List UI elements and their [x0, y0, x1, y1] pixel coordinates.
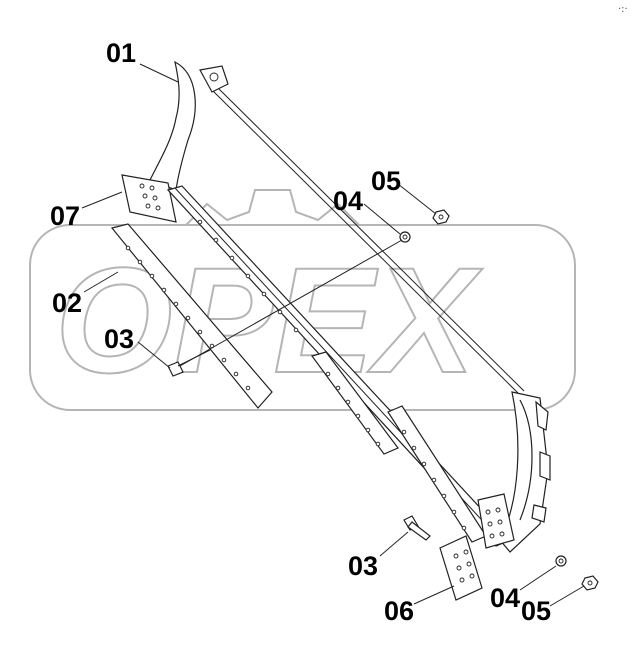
blade-holes — [197, 219, 299, 333]
leader-01 — [139, 63, 179, 83]
callout-04-bottom: 04 — [490, 583, 520, 613]
callouts: 01 07 02 03 04 05 03 06 04 05 — [50, 38, 551, 626]
leader-05-top — [397, 183, 437, 215]
callout-03-bottom: 03 — [348, 551, 378, 581]
opex-watermark: OPEX — [29, 189, 576, 411]
right-end-plate — [477, 493, 515, 549]
leader-03-bottom — [379, 531, 409, 557]
leader-03-left-axis — [179, 239, 403, 367]
leader-02 — [83, 271, 119, 293]
part-04-washer-bottom — [555, 555, 567, 567]
callout-07: 07 — [50, 201, 80, 231]
leader-04-top — [363, 203, 401, 235]
part-02-cutting-edge-left — [110, 223, 273, 409]
callout-03-left: 03 — [104, 324, 134, 354]
leader-06 — [413, 585, 455, 605]
part-03-bolt-right — [403, 515, 431, 541]
watermark-text: OPEX — [55, 236, 483, 404]
cutting-edge-right — [387, 405, 487, 543]
leader-07 — [81, 191, 123, 209]
part-06-plate — [439, 535, 483, 601]
callout-02: 02 — [52, 288, 82, 318]
tie-rod — [211, 85, 525, 396]
callout-04-top: 04 — [333, 186, 363, 216]
part-05-nut-top — [432, 209, 450, 225]
callout-06: 06 — [384, 596, 414, 626]
callout-01: 01 — [106, 38, 136, 68]
leader-04-bottom — [519, 565, 557, 591]
leader-03-left — [137, 341, 171, 369]
right-end-bit — [499, 391, 551, 553]
leader-lines — [81, 63, 585, 607]
part-04-washer-top — [399, 231, 411, 243]
part-07-plate — [121, 174, 177, 223]
leader-05-bottom — [549, 585, 585, 607]
cutting-edge-middle — [311, 351, 399, 455]
callout-05-top: 05 — [371, 166, 401, 196]
corner-mark: ·:· — [618, 4, 628, 15]
part-05-nut-bottom — [581, 575, 599, 591]
left-end-bit — [149, 60, 229, 191]
callout-05-bottom: 05 — [521, 596, 551, 626]
